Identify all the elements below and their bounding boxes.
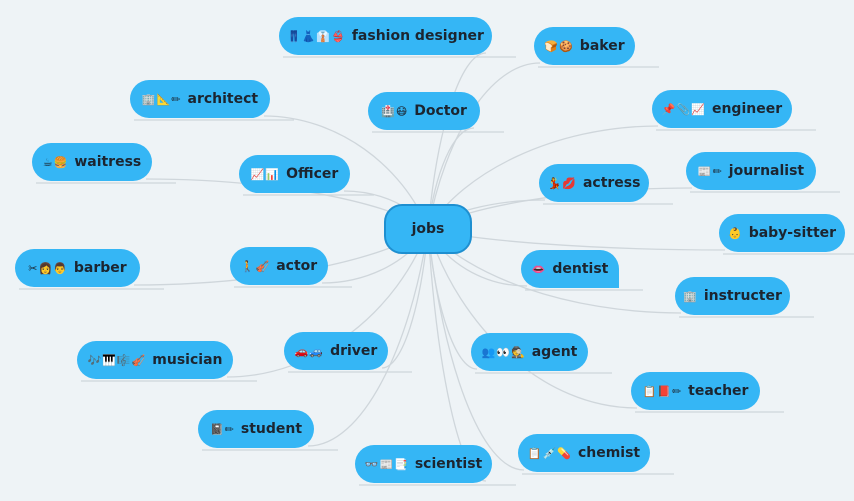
connector-line [427, 228, 525, 471]
node-label: agent [531, 344, 578, 360]
fashion-icons: 👖👗👔👙 [287, 29, 346, 43]
node-chemist[interactable]: 📋💉💊 chemist [518, 434, 650, 472]
hospital-icons: 🏥😷 [381, 104, 409, 118]
node-architect[interactable]: 🏢📐✏ architect [130, 80, 270, 118]
node-engineer[interactable]: 📌📎📈 engineer [652, 90, 792, 128]
node-officer[interactable]: 📈📊 Officer [239, 155, 350, 193]
node-label: Officer [286, 166, 339, 182]
node-label: fashion designer [351, 28, 484, 44]
connector-line [381, 228, 429, 369]
chart-icons: 📌📎📈 [661, 102, 706, 116]
node-label: chemist [577, 445, 641, 461]
node-journalist[interactable]: 📰✏ journalist [686, 152, 816, 190]
node-waitress[interactable]: ☕🍔 waitress [32, 143, 152, 181]
node-musician[interactable]: 🎶🎹🎼🎻 musician [77, 341, 233, 379]
scissors-icons: ✂👩👨 [28, 261, 68, 275]
connector-line [427, 228, 726, 251]
node-label: actor [276, 258, 318, 274]
node-teacher[interactable]: 📋📕✏ teacher [631, 372, 760, 410]
node-label: baker [579, 38, 625, 54]
node-actor[interactable]: 🚶🎻 actor [230, 247, 328, 285]
chart-icons: 📈📊 [250, 167, 281, 181]
connector-line [427, 52, 487, 230]
node-label: barber [73, 260, 127, 276]
coffee-icons: ☕🍔 [42, 155, 69, 169]
glasses-icons: 👓📰📑 [364, 457, 409, 471]
node-label: teacher [688, 383, 749, 399]
node-label: Doctor [414, 103, 467, 119]
dancer-icons: 💃💋 [547, 176, 577, 190]
bread-icons: 🍞🍪 [544, 39, 574, 53]
music-icons: 🎶🎹🎼🎻 [87, 353, 147, 367]
node-baker[interactable]: 🍞🍪 baker [534, 27, 635, 65]
node-label: journalist [728, 163, 805, 179]
baby-icon: 👶 [727, 226, 743, 240]
node-label: dentist [552, 261, 609, 277]
node-driver[interactable]: 🚗🚙 driver [284, 332, 388, 370]
node-label: instructer [703, 288, 782, 304]
actor-icons: 🚶🎻 [240, 259, 271, 273]
building-icons: 🏢📐✏ [141, 92, 182, 106]
node-label: scientist [414, 456, 483, 472]
node-label: engineer [711, 101, 783, 117]
node-instructer[interactable]: 🏢 instructer [675, 277, 790, 315]
node-label: student [240, 421, 303, 437]
book-icons: 📋📕✏ [642, 384, 683, 398]
newspaper-icons: 📰✏ [697, 164, 723, 178]
node-label: baby-sitter [748, 225, 837, 241]
node-barber[interactable]: ✂👩👨 barber [15, 249, 140, 287]
notebook-icons: 📓✏ [209, 422, 235, 436]
node-student[interactable]: 📓✏ student [198, 410, 314, 448]
connector-line [307, 228, 429, 447]
lips-icon: 👄 [531, 262, 547, 276]
node-dentist[interactable]: 👄 dentist [521, 250, 619, 288]
pill-icons: 📋💉💊 [527, 446, 572, 460]
central-topic-jobs[interactable]: jobs [384, 204, 472, 254]
node-fashion-designer[interactable]: 👖👗👔👙 fashion designer [279, 17, 492, 55]
node-label: actress [582, 175, 641, 191]
node-label: driver [330, 343, 378, 359]
spy-icons: 👥👀🕵 [481, 345, 526, 359]
node-agent[interactable]: 👥👀🕵 agent [471, 333, 588, 371]
node-actress[interactable]: 💃💋 actress [539, 164, 649, 202]
node-scientist[interactable]: 👓📰📑 scientist [355, 445, 492, 483]
node-label: waitress [74, 154, 142, 170]
node-label: musician [152, 352, 223, 368]
node-baby-sitter[interactable]: 👶 baby-sitter [719, 214, 845, 252]
building-icon: 🏢 [683, 289, 698, 303]
node-doctor[interactable]: 🏥😷 Doctor [368, 92, 480, 130]
node-label: architect [187, 91, 259, 107]
car-icons: 🚗🚙 [294, 344, 325, 358]
